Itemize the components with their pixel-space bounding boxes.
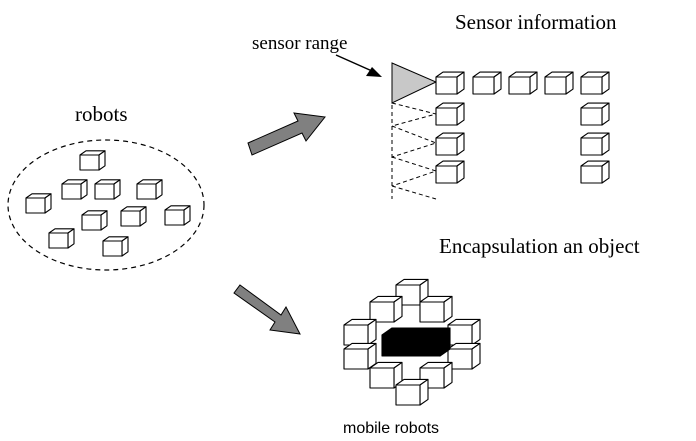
sensor-range-label: sensor range [252,33,348,54]
robot-cube [508,71,538,95]
robot-cube [79,150,106,171]
robot-cube [447,342,481,370]
robot-cube [61,179,88,200]
robot-cube [472,71,502,95]
encapsulated-object [381,327,451,357]
sensor-range-fan [391,102,438,127]
robot-cube [580,160,610,184]
robot-cube [102,236,129,257]
sensor-range-pointer-line [335,54,373,72]
robot-cube [343,318,377,346]
robot-cube [136,179,163,200]
robot-swarm-boundary [7,139,205,271]
robot-cube [435,160,465,184]
robot-cube [435,102,465,126]
sensor-formation [435,71,610,184]
robot-cube [94,179,121,200]
sensor-range-active [391,62,438,104]
robot-cube [81,210,108,231]
robot-cube [395,378,429,406]
sensor-range-fan [391,185,437,200]
robot-swarm [25,150,191,257]
arrow-to-sensor-formation [247,112,326,156]
sensor-range-fans [391,62,438,200]
robot-cube [48,228,75,249]
robot-cube [580,132,610,156]
robot-cube [447,318,481,346]
robot-cube [544,71,574,95]
sensor-information-label: Sensor information [455,10,617,34]
sensor-range-fan [391,125,438,158]
robot-cube [419,295,453,323]
robot-cube [435,71,465,95]
robot-cube [580,102,610,126]
encapsulation-formation [343,278,481,406]
robot-cube [435,132,465,156]
mobile-robots-label: mobile robots [343,420,439,437]
robots-label: robots [75,102,128,126]
sensor-range-pointer-head [366,67,382,77]
robot-cube [120,206,147,227]
arrow-to-encapsulation [233,284,301,335]
robot-cube [343,342,377,370]
robot-cube [580,71,610,95]
encapsulation-label: Encapsulation an object [439,234,640,258]
sensor-range-fan [391,156,438,187]
robot-cube [369,295,403,323]
robot-cube [164,205,191,226]
robot-cube [25,193,52,214]
